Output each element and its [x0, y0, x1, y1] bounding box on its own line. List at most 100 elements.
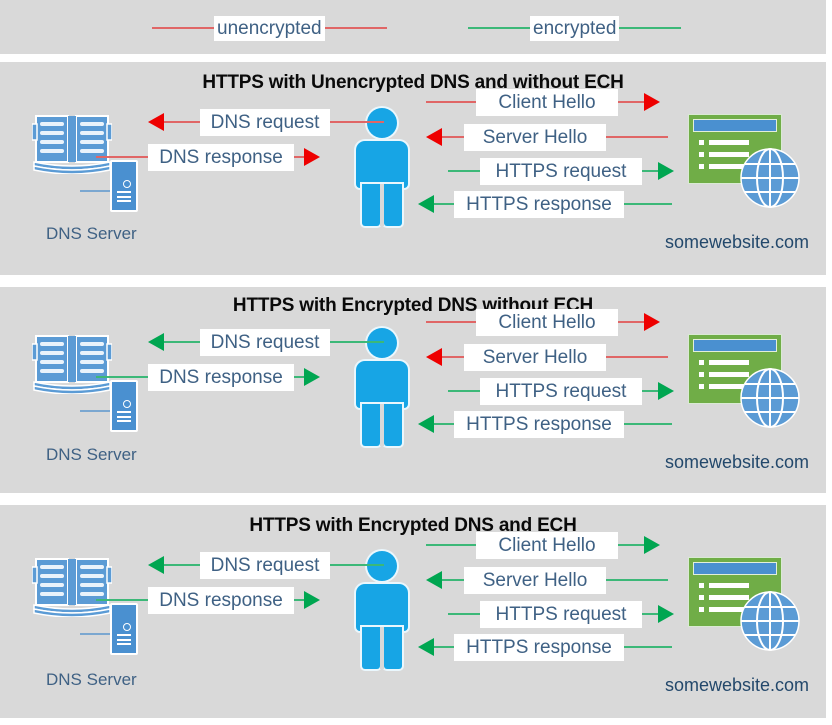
- flow-arrow-dns-0: DNS request: [148, 551, 384, 579]
- arrow-line-left: [448, 170, 480, 172]
- flow-arrow-label: HTTPS request: [480, 377, 642, 405]
- scenario-panel-unencrypted-dns: HTTPS with Unencrypted DNS and without E…: [0, 62, 826, 275]
- flow-arrow-web-3: HTTPS response: [418, 410, 672, 438]
- flow-arrow-label: Server Hello: [464, 343, 606, 371]
- flow-arrow-web-0: Client Hello: [426, 308, 660, 336]
- arrow-line-right: [294, 599, 304, 601]
- dns-server-tower-icon: [110, 160, 138, 212]
- person-leg-right: [384, 404, 402, 446]
- arrow-line-left: [434, 646, 454, 648]
- window-content-list: [699, 583, 749, 619]
- dns-connector-line: [80, 410, 110, 412]
- website-icon: [688, 114, 800, 208]
- legend-label-unencrypted: unencrypted: [214, 15, 325, 41]
- legend-item-unencrypted: unencrypted: [152, 14, 387, 42]
- flow-arrow-web-2: HTTPS request: [448, 157, 674, 185]
- flow-arrow-label: Client Hello: [476, 88, 618, 116]
- globe-icon: [740, 591, 800, 651]
- arrow-line-left: [434, 423, 454, 425]
- person-leg-gap: [380, 627, 384, 669]
- flow-arrow-label: DNS response: [148, 143, 294, 171]
- flow-arrow-label: HTTPS response: [454, 190, 624, 218]
- window-title-bar: [693, 562, 777, 575]
- arrowhead-right-icon: [644, 536, 660, 554]
- person-head: [367, 328, 397, 358]
- arrow-line-right: [606, 136, 668, 138]
- arrowhead-left-icon: [426, 348, 442, 366]
- legend-panel: unencrypted encrypted: [0, 0, 826, 54]
- dns-connector-line: [80, 633, 110, 635]
- arrow-line-right: [618, 321, 644, 323]
- open-book-icon: [31, 335, 113, 395]
- server-lines: [117, 191, 131, 205]
- legend-line-unencrypted: [152, 27, 214, 29]
- arrow-line-left: [434, 203, 454, 205]
- arrow-line-left: [164, 341, 200, 343]
- panel-title: HTTPS with Encrypted DNS without ECH: [232, 295, 594, 316]
- person-body: [356, 584, 408, 631]
- person-head: [367, 551, 397, 581]
- arrow-line-left: [96, 376, 148, 378]
- flow-arrow-web-3: HTTPS response: [418, 190, 672, 218]
- arrow-line-right: [606, 356, 668, 358]
- arrowhead-left-icon: [418, 638, 434, 656]
- arrow-line-right: [642, 613, 658, 615]
- flow-arrow-web-2: HTTPS request: [448, 377, 674, 405]
- arrowhead-left-icon: [426, 571, 442, 589]
- window-content-list: [699, 140, 749, 176]
- flow-arrow-label: HTTPS request: [480, 157, 642, 185]
- arrow-line-left: [426, 321, 476, 323]
- arrow-line-left: [164, 564, 200, 566]
- website-label: somewebsite.com: [665, 452, 810, 472]
- legend-label-encrypted: encrypted: [530, 15, 620, 41]
- window-title-bar: [693, 339, 777, 352]
- website-icon: [688, 334, 800, 428]
- flow-arrow-label: DNS request: [200, 328, 330, 356]
- legend-line-encrypted-2: [619, 27, 682, 29]
- user-person-icon: [356, 328, 408, 446]
- flow-arrow-label: Server Hello: [464, 566, 606, 594]
- arrowhead-right-icon: [658, 605, 674, 623]
- arrowhead-right-icon: [304, 148, 320, 166]
- dns-server-label: DNS Server: [46, 670, 137, 689]
- arrowhead-left-icon: [148, 113, 164, 131]
- arrow-line-left: [96, 599, 148, 601]
- arrow-line-left: [96, 156, 148, 158]
- arrow-line-right: [642, 170, 658, 172]
- flow-arrow-dns-1: DNS response: [96, 143, 320, 171]
- arrow-line-right: [606, 579, 668, 581]
- arrowhead-right-icon: [658, 162, 674, 180]
- arrow-line-right: [330, 564, 384, 566]
- flow-arrow-web-2: HTTPS request: [448, 600, 674, 628]
- flow-arrow-dns-1: DNS response: [96, 363, 320, 391]
- flow-arrow-label: DNS request: [200, 108, 330, 136]
- arrowhead-right-icon: [658, 382, 674, 400]
- gear-icon: [123, 180, 131, 188]
- arrowhead-left-icon: [148, 333, 164, 351]
- panel-title: HTTPS with Encrypted DNS and ECH: [249, 515, 577, 536]
- arrow-line-left: [426, 544, 476, 546]
- server-lines: [117, 634, 131, 648]
- person-leg-gap: [380, 184, 384, 226]
- arrowhead-right-icon: [644, 313, 660, 331]
- scenario-panel-encrypted-dns-ech: HTTPS with Encrypted DNS and ECH DNS Serv…: [0, 505, 826, 718]
- flow-arrow-web-3: HTTPS response: [418, 633, 672, 661]
- globe-wrapper: [740, 368, 800, 428]
- flow-arrow-dns-0: DNS request: [148, 108, 384, 136]
- window-title-bar: [693, 119, 777, 132]
- person-leg-gap: [380, 404, 384, 446]
- globe-icon: [740, 148, 800, 208]
- arrow-line-left: [448, 613, 480, 615]
- flow-arrow-label: HTTPS request: [480, 600, 642, 628]
- website-label: somewebsite.com: [665, 675, 810, 695]
- legend-item-encrypted: encrypted: [468, 14, 682, 42]
- dns-server-label: DNS Server: [46, 224, 137, 243]
- globe-wrapper: [740, 148, 800, 208]
- flow-arrow-label: DNS request: [200, 551, 330, 579]
- gear-icon: [123, 623, 131, 631]
- arrowhead-right-icon: [304, 368, 320, 386]
- user-person-icon: [356, 551, 408, 669]
- window-content-list: [699, 360, 749, 396]
- dns-server-tower-icon: [110, 380, 138, 432]
- dns-server-label: DNS Server: [46, 445, 137, 464]
